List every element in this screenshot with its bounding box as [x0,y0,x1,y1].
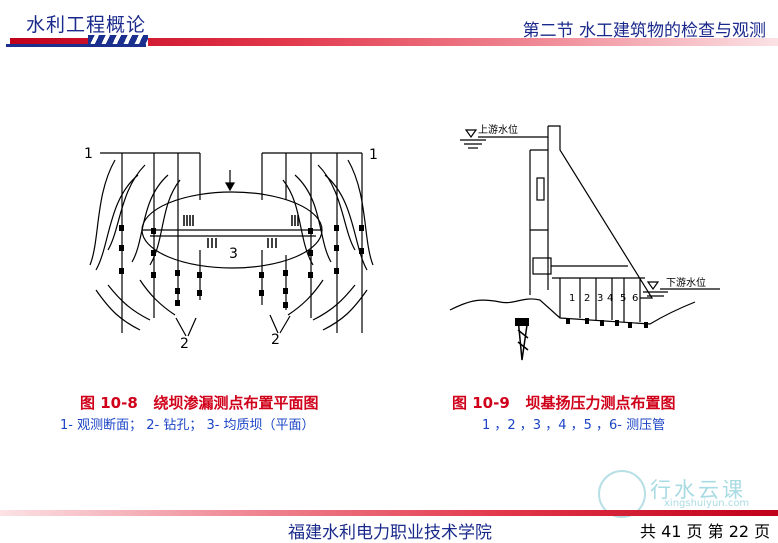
label-pipe-3: 3 [597,293,603,304]
label-upstream-level: 上游水位 [478,123,518,136]
upstream-level-marker [464,129,478,139]
footer-rule [0,510,778,516]
footer-school: 福建水利电力职业技术学院 [288,523,492,543]
label-dam: 3 [229,246,238,262]
figure-uplift-section [449,125,720,361]
watermark-brand: 行水云课 [650,478,746,502]
label-borehole-left: 2 [180,336,189,352]
label-pipe-6: 6 [632,293,638,304]
label-pipe-5: 5 [620,293,626,304]
header-underline [6,44,146,47]
caption-figure-10-9: 图 10-9 坝基扬压力测点布置图 [452,392,675,413]
watermark-url: xingshuiyun.com [664,498,750,509]
header-stripe-decoration [88,35,148,46]
footer-page-info: 共 41 页 第 22 页 [640,522,771,541]
label-pipe-2: 2 [584,293,590,304]
label-pipe-1: 1 [569,293,575,304]
label-pipe-4: 4 [607,293,613,304]
course-title: 水利工程概论 [26,14,147,36]
watermark-logo-icon [598,470,646,518]
label-section-left: 1 [84,146,93,162]
caption-number: 图 10-9 [452,394,510,412]
label-borehole-right: 2 [271,332,280,348]
caption-figure-10-8: 图 10-8 绕坝渗漏测点布置平面图 [80,392,318,413]
legend-figure-10-9: 1 ，2 ，3 ，4 ，5 ，6- 测压管 [482,418,666,433]
header-rule [10,38,778,46]
caption-title: 坝基扬压力测点布置图 [525,394,676,412]
label-section-right: 1 [369,147,378,163]
caption-number: 图 10-8 [80,394,138,412]
boreholes [119,215,364,308]
downstream-level-marker [646,281,660,291]
section-title: 第二节 水工建筑物的检查与观测 [522,21,766,41]
dam-downstream-face [548,125,654,299]
caption-title: 绕坝渗漏测点布置平面图 [153,394,319,412]
legend-figure-10-8: 1- 观测断面； 2- 钻孔； 3- 均质坝（平面） [60,418,315,433]
figure-seepage-plan [89,152,374,337]
label-downstream-level: 下游水位 [666,276,706,289]
